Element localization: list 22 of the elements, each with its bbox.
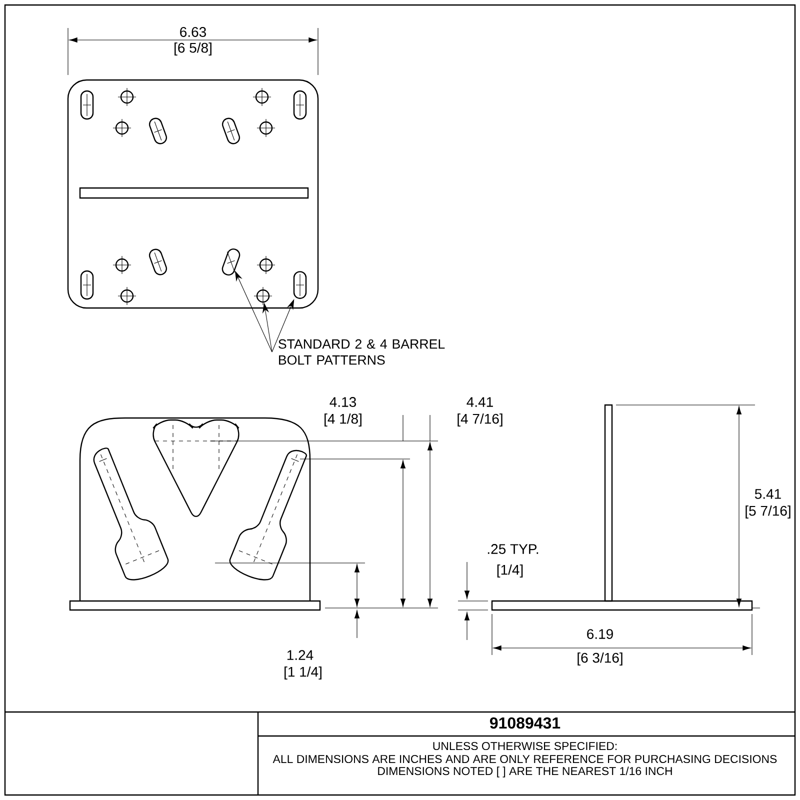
dimension-text: 1.24 [287, 650, 314, 660]
dimension-text: 6.19 [587, 629, 613, 639]
dimension-text: [4 1/8] [324, 413, 362, 427]
dimension-text: 5.41 [754, 489, 781, 499]
dimension-text: [6 5/8] [174, 42, 212, 56]
bolt-hole [254, 286, 272, 306]
dimension-text: 6.63 [180, 27, 206, 37]
dimension-text: .25 TYP. [488, 544, 538, 554]
note-text: ALL DIMENSIONS ARE INCHES AND ARE ONLY REFERENCE FOR PURCHASING DECISIONS [272, 754, 777, 764]
part-number: 91089431 [490, 717, 560, 729]
note-text: UNLESS OTHERWISE SPECIFIED: [433, 742, 617, 750]
dimension-text: [1/4] [497, 564, 523, 578]
dimension-text: [4 7/16] [458, 413, 502, 427]
dimension-text: 4.41 [466, 397, 493, 407]
bolt-slot [226, 251, 236, 273]
callout-note: STANDARD 2 & 4 BARREL BOLT PATTERNS [278, 339, 445, 365]
dimension-text: [1 1/4] [284, 666, 322, 680]
note-text: DIMENSIONS NOTED [ ] ARE THE NEAREST 1/16 INCH [378, 766, 672, 778]
dimension-text: [5 7/16] [746, 505, 790, 519]
bolt-slot [293, 271, 307, 299]
dimension-text: [6 3/16] [578, 652, 622, 666]
dimension-text: 4.13 [330, 397, 356, 407]
